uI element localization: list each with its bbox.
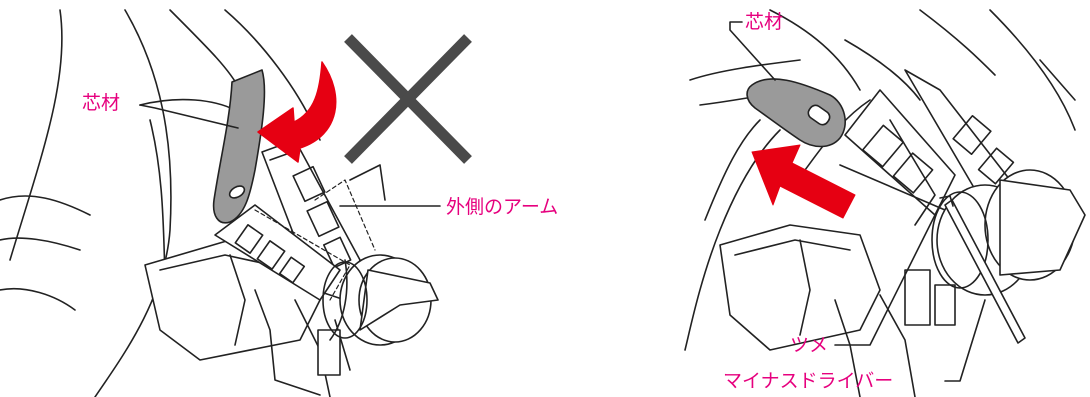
left-core-leader xyxy=(139,104,239,129)
red-straight-arrow-icon xyxy=(751,144,856,219)
right-core-label: 芯材 xyxy=(745,11,784,33)
prohibited-x-icon xyxy=(344,34,472,164)
left-figure-lineart xyxy=(0,9,439,397)
right-core-piece xyxy=(746,78,846,148)
right-core-leader xyxy=(729,21,776,81)
red-curved-arrow-icon xyxy=(257,61,337,163)
right-core-slot xyxy=(807,104,831,126)
left-core-piece xyxy=(212,69,266,224)
flathead-screwdriver-icon xyxy=(939,195,1026,344)
left-outer-arm-label: 外側のアーム xyxy=(446,196,559,218)
right-tab-leader xyxy=(834,204,941,346)
left-core-label: 芯材 xyxy=(82,92,121,114)
right-tab-label: ツメ xyxy=(790,334,829,356)
right-figure-lineart xyxy=(684,9,1086,397)
right-screwdriver-leader xyxy=(944,299,986,382)
right-screwdriver-label: マイナスドライバー xyxy=(723,370,894,392)
left-core-hole xyxy=(228,185,246,199)
